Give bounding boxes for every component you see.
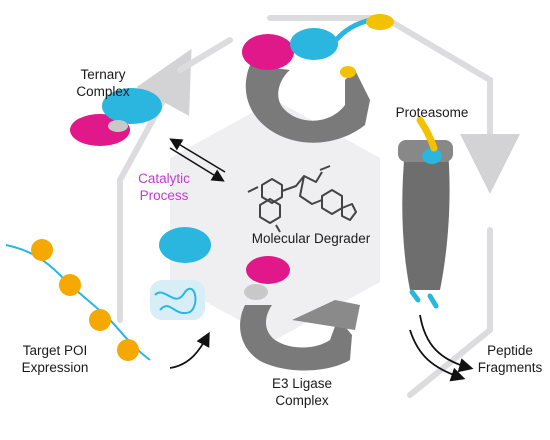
target-poi-chain bbox=[5, 239, 210, 369]
ternary-complex-ubiquitination bbox=[242, 14, 394, 143]
label-peptide-fragments: Peptide Fragments bbox=[477, 343, 543, 375]
e3-ligase-icon bbox=[240, 256, 360, 371]
e3-binder-lower bbox=[246, 256, 290, 284]
label-target-poi-expression: Target POI Expression bbox=[21, 343, 89, 375]
ubiquitin-proteasome bbox=[416, 116, 438, 152]
cycle-track bbox=[117, 15, 520, 398]
expression-arrow bbox=[169, 331, 210, 369]
cycle-arrow-top-right bbox=[267, 15, 520, 194]
cycle-arrow-bottom-right bbox=[407, 227, 493, 398]
target-protein-upper bbox=[290, 28, 338, 60]
unfolded-protein bbox=[150, 280, 205, 320]
e3-binder-upper bbox=[242, 34, 294, 70]
label-molecular-degrader: Molecular Degrader bbox=[251, 231, 371, 246]
label-ternary-complex: Ternary Complex bbox=[76, 67, 130, 99]
proteasome-icon bbox=[398, 116, 453, 309]
linker-upper bbox=[334, 17, 371, 42]
peptide-arrows bbox=[409, 314, 474, 382]
degrader-molecule-icon bbox=[247, 165, 357, 233]
cycle-arrow-left bbox=[117, 48, 192, 323]
label-e3-ligase-complex: E3 Ligase Complex bbox=[271, 376, 333, 408]
label-catalytic-process: Catalytic Process bbox=[138, 171, 190, 203]
catalytic-arrows bbox=[169, 138, 226, 182]
ternary-complex-protein-icon bbox=[70, 88, 162, 146]
label-proteasome: Proteasome bbox=[395, 105, 469, 120]
ubiquitin-chain-icon bbox=[366, 14, 394, 30]
cycle-arrow-top-left bbox=[177, 37, 233, 73]
target-protein-icon bbox=[159, 227, 211, 263]
e3-ligase-gray-upper bbox=[245, 65, 370, 143]
ubiquitin-small bbox=[340, 66, 356, 78]
